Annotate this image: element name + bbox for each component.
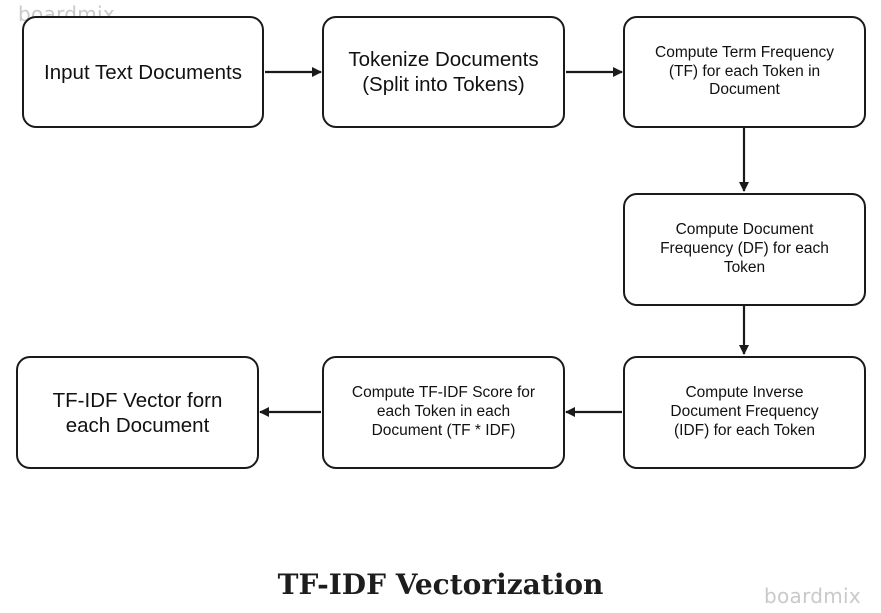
node-compute-inverse-document-frequency: Compute Inverse Document Frequency (IDF)… bbox=[623, 356, 866, 469]
node-tokenize-documents: Tokenize Documents (Split into Tokens) bbox=[322, 16, 565, 128]
node-input-text-documents: Input Text Documents bbox=[22, 16, 264, 128]
node-compute-term-frequency: Compute Term Frequency (TF) for each Tok… bbox=[623, 16, 866, 128]
node-tokenize-documents-label: Tokenize Documents (Split into Tokens) bbox=[348, 48, 539, 96]
node-compute-term-frequency-label: Compute Term Frequency (TF) for each Tok… bbox=[655, 43, 834, 99]
node-compute-tfidf-score: Compute TF-IDF Score for each Token in e… bbox=[322, 356, 565, 469]
node-compute-document-frequency: Compute Document Frequency (DF) for each… bbox=[623, 193, 866, 306]
node-tfidf-vector: TF-IDF Vector forn each Document bbox=[16, 356, 259, 469]
watermark-bottom: boardmix bbox=[764, 584, 862, 608]
diagram-title: TF-IDF Vectorization bbox=[277, 568, 604, 601]
node-tfidf-vector-label: TF-IDF Vector forn each Document bbox=[52, 388, 223, 437]
node-compute-document-frequency-label: Compute Document Frequency (DF) for each… bbox=[660, 221, 829, 276]
node-compute-tfidf-score-label: Compute TF-IDF Score for each Token in e… bbox=[351, 384, 536, 439]
node-compute-inverse-document-frequency-label: Compute Inverse Document Frequency (IDF)… bbox=[670, 384, 819, 439]
node-input-text-documents-label: Input Text Documents bbox=[44, 60, 242, 84]
